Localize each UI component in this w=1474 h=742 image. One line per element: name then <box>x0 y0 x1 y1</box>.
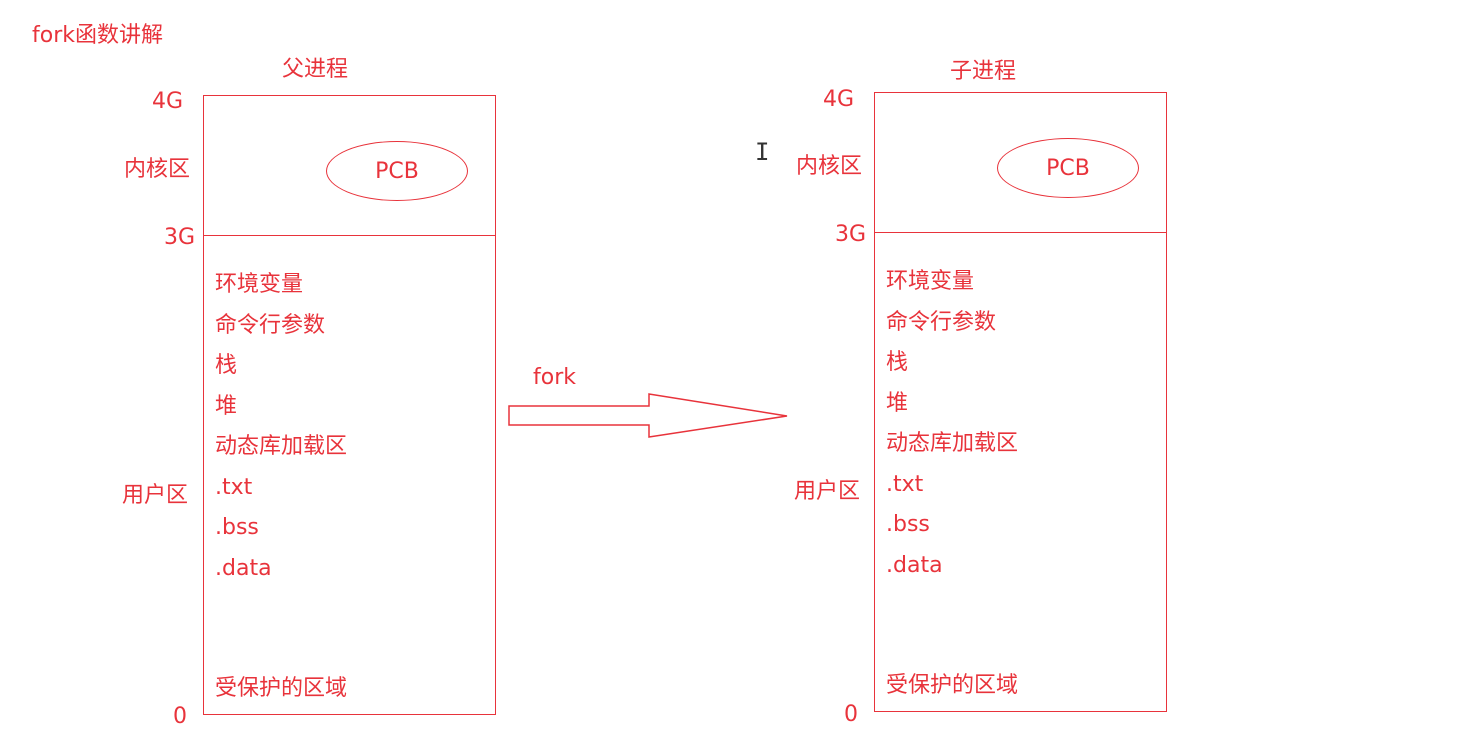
list-item: .bss <box>215 515 259 540</box>
parent-process-title: 父进程 <box>282 57 349 82</box>
parent-pcb-ellipse: PCB <box>326 141 468 201</box>
child-user-label: 用户区 <box>794 479 861 504</box>
list-item: 环境变量 <box>886 269 975 294</box>
list-item: 动态库加载区 <box>215 434 348 459</box>
fork-arrow-label: fork <box>533 365 576 390</box>
list-item: 栈 <box>215 353 238 378</box>
parent-pcb-label: PCB <box>375 158 419 184</box>
list-item: .data <box>886 552 943 578</box>
parent-address-space-box <box>203 95 496 715</box>
list-item: .txt <box>886 471 924 497</box>
list-item: .bss <box>886 512 930 537</box>
page-title: fork函数讲解 <box>32 23 163 48</box>
child-segment-list: 环境变量 命令行参数 栈 堆 动态库加载区 .txt .bss .data <box>886 269 1018 593</box>
child-pcb-label: PCB <box>1046 155 1090 181</box>
child-label-0: 0 <box>844 702 858 727</box>
parent-label-4g: 4G <box>152 89 184 114</box>
child-kernel-user-divider <box>874 232 1167 233</box>
child-label-3g: 3G <box>835 222 867 247</box>
child-address-space-box <box>874 92 1167 712</box>
list-item: .data <box>215 555 272 581</box>
list-item: .txt <box>215 474 253 500</box>
list-item: 堆 <box>215 393 238 419</box>
list-item: 命令行参数 <box>886 309 997 335</box>
list-item: 动态库加载区 <box>886 431 1019 456</box>
child-process-title: 子进程 <box>950 59 1017 84</box>
block-arrow-right-icon <box>508 393 788 438</box>
parent-protected-region: 受保护的区域 <box>215 676 348 701</box>
parent-kernel-label: 内核区 <box>124 157 191 182</box>
parent-label-0: 0 <box>173 704 187 729</box>
list-item: 栈 <box>886 350 909 375</box>
list-item: 命令行参数 <box>215 312 326 338</box>
child-label-4g: 4G <box>823 87 855 112</box>
parent-label-3g: 3G <box>164 225 196 250</box>
list-item: 环境变量 <box>215 272 304 297</box>
parent-kernel-user-divider <box>203 235 496 236</box>
child-protected-region: 受保护的区域 <box>886 673 1019 698</box>
text-cursor-icon: I <box>755 138 770 166</box>
child-pcb-ellipse: PCB <box>997 138 1139 198</box>
child-kernel-label: 内核区 <box>796 154 863 179</box>
list-item: 堆 <box>886 390 909 416</box>
parent-user-label: 用户区 <box>122 483 189 508</box>
parent-segment-list: 环境变量 命令行参数 栈 堆 动态库加载区 .txt .bss .data <box>215 272 347 596</box>
